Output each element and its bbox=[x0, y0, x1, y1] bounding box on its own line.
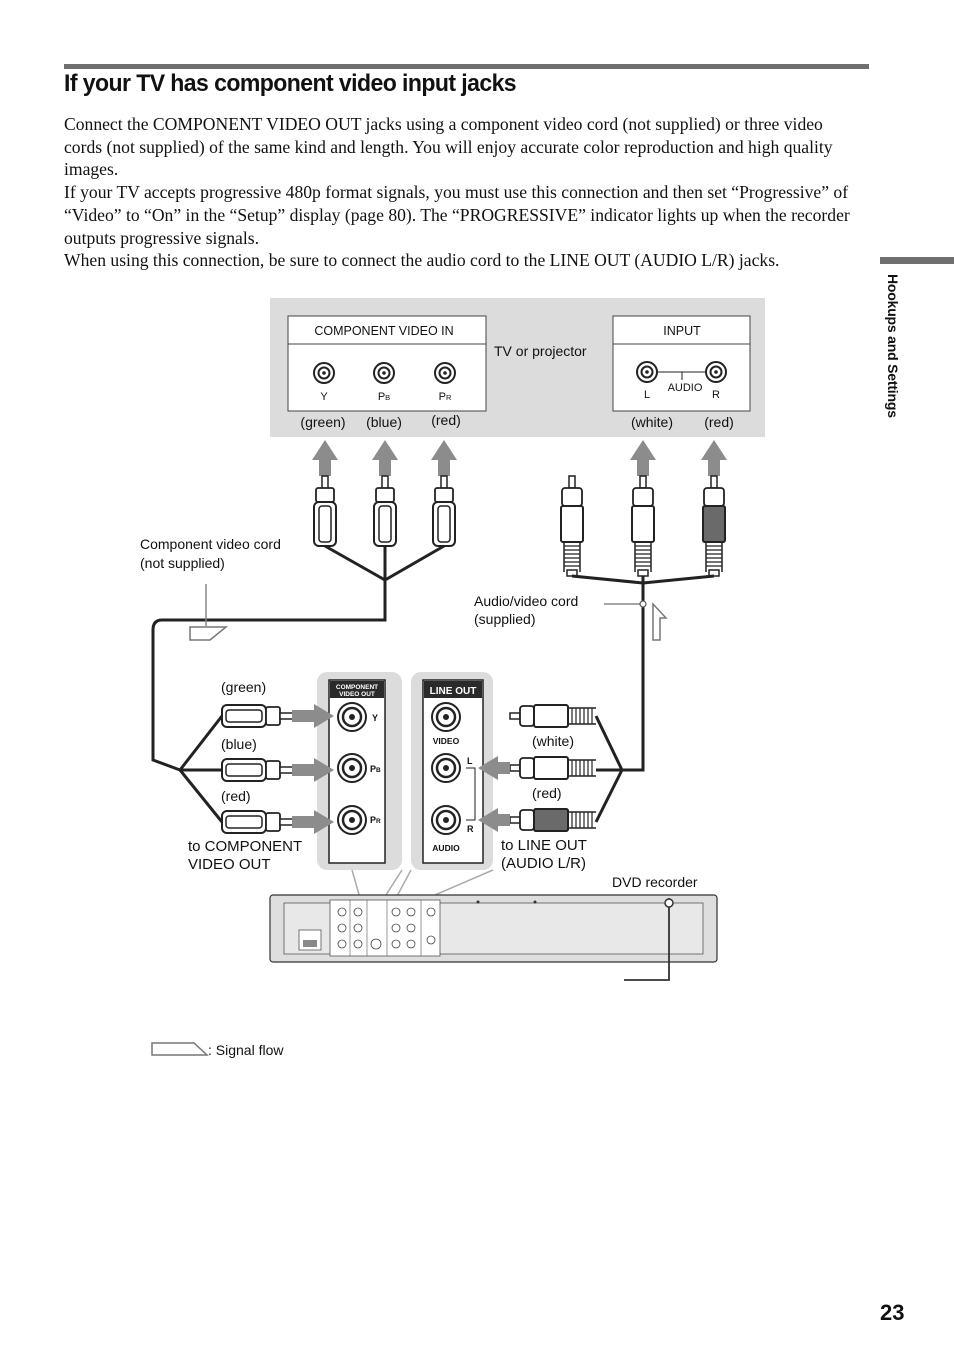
av-cord-label-2: (supplied) bbox=[474, 611, 535, 627]
signal-flow-arrow-icon bbox=[652, 602, 668, 641]
component-out-title-1: COMPONENT bbox=[336, 684, 378, 691]
tv-jack-y-label: Y bbox=[320, 391, 328, 403]
tv-jack-pb-label: PB bbox=[378, 391, 390, 403]
paragraph-1: Connect the COMPONENT VIDEO OUT jacks us… bbox=[64, 114, 833, 180]
tv-audio-r-icon bbox=[705, 361, 727, 383]
arrow-up-icon bbox=[372, 440, 398, 476]
arrow-up-icon bbox=[431, 440, 457, 476]
av-cord-wire bbox=[571, 574, 715, 823]
tv-audio-label: AUDIO bbox=[668, 382, 703, 394]
line-out-l-jack-icon bbox=[430, 752, 462, 784]
recorder-jack-pr-icon bbox=[336, 804, 368, 836]
heading-rule bbox=[64, 64, 869, 69]
paragraph-2: If your TV accepts progressive 480p form… bbox=[64, 182, 850, 248]
component-plug-green-icon bbox=[313, 475, 337, 547]
component-cord-wire bbox=[151, 544, 445, 823]
recorder-jack-pr-label: PR bbox=[370, 815, 381, 825]
page-number: 23 bbox=[880, 1300, 905, 1325]
input-box-title: INPUT bbox=[663, 324, 701, 338]
tv-blue-label: (blue) bbox=[366, 414, 402, 430]
line-out-caption-2: (AUDIO L/R) bbox=[501, 855, 586, 872]
line-out-video-jack-icon bbox=[430, 701, 462, 733]
recorder-jack-pb-label: PB bbox=[370, 764, 381, 774]
tv-red-audio-label: (red) bbox=[704, 414, 734, 430]
recorder-red-audio-label: (red) bbox=[532, 785, 562, 801]
component-plug-red-h-icon bbox=[221, 810, 295, 834]
component-caption-1: to COMPONENT bbox=[188, 838, 302, 855]
tv-audio-r-label: R bbox=[712, 389, 720, 401]
tv-jack-pr-icon bbox=[434, 362, 456, 384]
av-plug-red-h-icon bbox=[509, 808, 597, 832]
line-out-video-label: VIDEO bbox=[433, 736, 460, 746]
tv-audio-l-label: L bbox=[644, 389, 650, 401]
component-cord-label-2: (not supplied) bbox=[140, 555, 225, 571]
tv-jack-pb-icon bbox=[373, 362, 395, 384]
component-cord-label-1: Component video cord bbox=[140, 536, 281, 552]
line-out-caption-1: to LINE OUT bbox=[501, 837, 587, 854]
recorder-jack-y-icon bbox=[336, 701, 368, 733]
tv-green-label: (green) bbox=[300, 414, 345, 430]
av-plug-white-icon bbox=[631, 475, 655, 577]
av-plug-white-h-icon bbox=[509, 756, 597, 780]
tv-white-label: (white) bbox=[631, 414, 673, 430]
component-plug-green-h-icon bbox=[221, 704, 295, 728]
input-box bbox=[612, 315, 751, 412]
component-caption-2: VIDEO OUT bbox=[188, 856, 271, 873]
tv-audio-l-icon bbox=[636, 361, 658, 383]
recorder-white-label: (white) bbox=[532, 733, 574, 749]
component-plug-red-icon bbox=[432, 475, 456, 547]
component-plug-blue-h-icon bbox=[221, 758, 295, 782]
av-plug-video-icon bbox=[560, 475, 584, 577]
recorder-jack-pb-icon bbox=[336, 752, 368, 784]
line-out-audio-label: AUDIO bbox=[432, 843, 460, 853]
tv-jack-pr-label: PR bbox=[439, 391, 452, 403]
tv-jack-y-icon bbox=[313, 362, 335, 384]
tv-red-label: (red) bbox=[431, 412, 461, 428]
body-text: Connect the COMPONENT VIDEO OUT jacks us… bbox=[64, 113, 864, 272]
line-out-r-label: R bbox=[467, 824, 474, 834]
av-cord-label-1: Audio/video cord bbox=[474, 593, 578, 609]
side-tab-bar bbox=[880, 257, 954, 264]
line-out-r-jack-icon bbox=[430, 804, 462, 836]
section-heading: If your TV has component video input jac… bbox=[64, 70, 517, 97]
arrow-up-icon bbox=[312, 440, 338, 476]
paragraph-3: When using this connection, be sure to c… bbox=[64, 250, 780, 271]
dvd-recorder-label: DVD recorder bbox=[612, 874, 698, 890]
component-out-title-2: VIDEO OUT bbox=[339, 691, 375, 698]
recorder-blue-label: (blue) bbox=[221, 736, 257, 752]
arrow-up-icon bbox=[630, 440, 656, 476]
component-video-in-title: COMPONENT VIDEO IN bbox=[314, 324, 453, 338]
recorder-jack-y-label: Y bbox=[372, 713, 378, 723]
tv-label: TV or projector bbox=[494, 343, 587, 359]
signal-flow-legend-icon bbox=[151, 1042, 209, 1056]
recorder-green-label: (green) bbox=[221, 679, 266, 695]
signal-flow-arrow-icon bbox=[189, 626, 229, 641]
av-plug-video-h-icon bbox=[509, 704, 597, 728]
arrow-up-icon bbox=[701, 440, 727, 476]
recorder-red-label: (red) bbox=[221, 788, 251, 804]
component-plug-blue-icon bbox=[373, 475, 397, 547]
line-out-title: LINE OUT bbox=[430, 686, 477, 697]
av-plug-red-icon bbox=[702, 475, 726, 577]
line-out-l-label: L bbox=[467, 756, 473, 766]
side-tab-label: Hookups and Settings bbox=[885, 274, 901, 418]
signal-flow-legend-label: : Signal flow bbox=[208, 1042, 284, 1058]
